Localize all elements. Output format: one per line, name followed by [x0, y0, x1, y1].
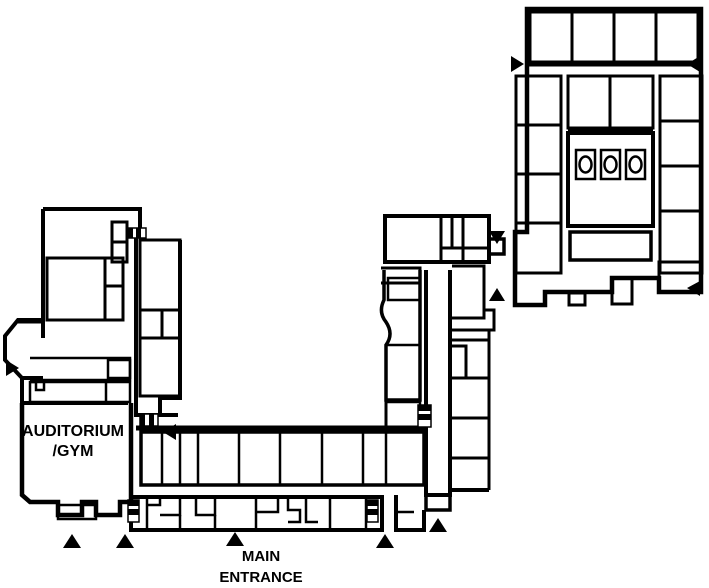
south-corridor-band — [139, 430, 426, 487]
central-north-rooms — [439, 216, 489, 262]
stair-marker-corridor-east — [417, 404, 432, 428]
ne-lower-small-room-b — [567, 291, 587, 307]
ne-right-column — [658, 74, 704, 275]
central-east-room-1 — [452, 264, 486, 320]
entrance-markers — [6, 56, 700, 548]
stair-marker-north-west-wing — [127, 227, 147, 239]
fixture-oval-3 — [628, 155, 643, 174]
south-lower-room-c — [194, 497, 217, 517]
fixture-box-2 — [599, 148, 622, 181]
south-lower-nook-1 — [147, 497, 162, 507]
west-north-room-c — [103, 284, 125, 322]
south-lower-nook-4 — [286, 497, 302, 524]
west-north-rooms — [45, 220, 129, 322]
ne-courtyard — [566, 131, 655, 228]
fixture-oval-1 — [578, 155, 593, 174]
south-lower-nook-5 — [304, 497, 318, 524]
central-north-block — [383, 214, 491, 264]
south-lower-nook-3 — [256, 497, 280, 514]
central-south-exit — [424, 495, 452, 512]
west-mid-rooms — [28, 356, 132, 404]
west-chamfer-wall — [3, 318, 43, 380]
central-east-room-2 — [452, 308, 496, 332]
ne-lower-connector — [543, 260, 703, 307]
west-north-room-e — [110, 240, 129, 264]
ne-center-lower-room — [568, 230, 653, 262]
entrance-marker-aud-south-icon — [63, 534, 81, 548]
courtyard-fixture-3 — [624, 148, 647, 181]
courtyard-fixture-1 — [574, 148, 597, 181]
stair-marker-south-west — [127, 499, 140, 523]
northeast-wing — [512, 6, 704, 308]
courtyard-fixture-2 — [599, 148, 622, 181]
ne-left-room-column — [514, 74, 563, 275]
west-mid-nook — [30, 380, 46, 392]
entrance-marker-southeast-corner-icon — [429, 518, 447, 532]
west-mid-room-3 — [106, 358, 132, 380]
entrance-marker-west-side-icon — [6, 360, 19, 376]
entrance-marker-aud-southeast-icon — [116, 534, 134, 548]
main-entrance-label-line2: ENTRANCE — [219, 569, 302, 586]
fixture-oval-2 — [603, 155, 618, 174]
ne-lower-small-room-a — [610, 276, 634, 306]
fixture-box-3 — [624, 148, 647, 181]
entrance-marker-central-south-icon — [489, 288, 505, 301]
west-east-corridor — [134, 236, 182, 417]
stair-marker-south-east — [366, 499, 379, 523]
entrance-marker-corridor-west-icon — [163, 424, 176, 440]
auditorium-vestibule — [56, 503, 98, 521]
courtyard-fixtures — [574, 148, 647, 181]
west-corridor-east-wall — [158, 240, 182, 415]
west-corridor-wall-right — [134, 236, 178, 417]
auditorium-label-line2: /GYM — [53, 443, 94, 460]
south-lower-rooms — [145, 497, 368, 530]
west-north-outline — [43, 207, 142, 232]
plan-labels: AUDITORIUM /GYM MAIN ENTRANCE — [22, 423, 303, 586]
west-mid-room-2 — [28, 380, 132, 404]
west-wing — [3, 207, 182, 521]
entrance-marker-south-east-icon — [376, 534, 394, 548]
stair-marker-west-corridor — [139, 413, 159, 427]
central-east-nook — [452, 344, 468, 378]
ne-right-room-column — [658, 74, 704, 275]
ne-lower-right-room — [657, 260, 703, 294]
entrance-marker-central-north-icon — [489, 231, 505, 244]
stair-markers — [127, 227, 432, 523]
entrance-marker-ne-right-icon — [687, 56, 700, 72]
auditorium-label-line1: AUDITORIUM — [22, 423, 124, 440]
main-entrance-label-line1: MAIN — [242, 548, 280, 565]
entrance-marker-east-mid-icon — [687, 281, 700, 296]
entrance-marker-main-icon — [226, 532, 244, 546]
central-corridor-outline — [424, 270, 452, 497]
fixture-box-1 — [574, 148, 597, 181]
central-west-room-a — [386, 276, 422, 302]
central-east-rooms — [452, 264, 496, 490]
south-corridor-dividers — [160, 432, 388, 485]
entrance-marker-ne-left-icon — [511, 56, 524, 72]
